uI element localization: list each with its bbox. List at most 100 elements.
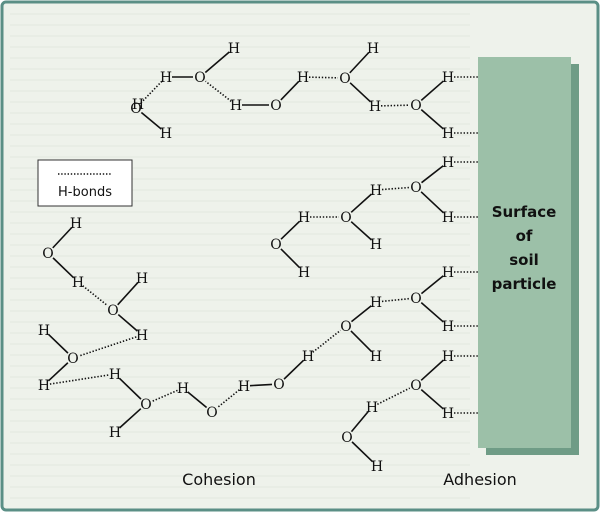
covalent-bond <box>420 80 445 101</box>
oxygen-atom: O <box>339 71 350 87</box>
hydrogen-atom: H <box>370 237 382 253</box>
hydrogen-bond <box>381 297 410 303</box>
hydrogen-atom: H <box>228 41 240 57</box>
hydrogen-bond <box>49 374 110 385</box>
hydrogen-atom: H <box>136 271 148 287</box>
covalent-bond <box>280 220 301 240</box>
hydrogen-atom: H <box>442 126 454 142</box>
covalent-bond <box>349 51 370 74</box>
oxygen-atom: O <box>67 351 78 367</box>
covalent-bond <box>350 305 372 323</box>
hydrogen-atom: H <box>160 126 172 142</box>
oxygen-atom: O <box>206 405 217 421</box>
covalent-bond <box>52 257 75 279</box>
oxygen-atom: O <box>273 377 284 393</box>
oxygen-atom: O <box>270 98 281 114</box>
hydrogen-atom: H <box>442 155 454 171</box>
hydrogen-atom: H <box>442 265 454 281</box>
covalent-bond <box>420 389 445 410</box>
hydrogen-atom: H <box>136 328 148 344</box>
covalent-bond <box>140 111 162 130</box>
hydrogen-atom: H <box>370 349 382 365</box>
hydrogen-atom: H <box>442 210 454 226</box>
oxygen-atom: O <box>410 98 421 114</box>
covalent-bond <box>187 391 208 409</box>
covalent-bond <box>350 330 373 353</box>
covalent-bond <box>118 408 142 429</box>
hydrogen-bond <box>205 80 232 102</box>
covalent-bond <box>420 302 445 323</box>
hydrogen-bond <box>216 389 240 409</box>
covalent-bond <box>349 82 372 103</box>
covalent-bond <box>283 359 305 380</box>
surface-label-line3: soil <box>509 251 539 269</box>
hydrogen-atom: H <box>442 406 454 422</box>
hydrogen-bond <box>381 186 410 191</box>
cohesion-label: Cohesion <box>182 470 256 489</box>
covalent-bond <box>350 193 373 213</box>
covalent-bond <box>52 226 73 249</box>
hydrogen-atom: H <box>367 41 379 57</box>
hydrogen-atom: H <box>132 97 144 113</box>
hydrogen-atom: H <box>369 99 381 115</box>
covalent-bond <box>420 275 444 295</box>
hydrogen-atom: H <box>38 378 50 394</box>
surface-label-line4: particle <box>492 275 557 293</box>
oxygen-atom: O <box>410 180 421 196</box>
hydrogen-bond <box>377 387 411 406</box>
oxygen-atom: O <box>194 70 205 86</box>
background-texture <box>10 13 470 499</box>
covalent-bond <box>204 51 230 74</box>
hydrogen-atom: H <box>442 70 454 86</box>
hydrogen-bond <box>79 336 137 357</box>
covalent-bond <box>117 313 138 332</box>
hydrogen-atom: H <box>230 98 242 114</box>
covalent-bond <box>280 80 300 101</box>
hydrogen-atom: H <box>70 216 82 232</box>
hydrogen-atom: H <box>302 349 314 365</box>
hydrogen-atom: H <box>109 367 121 383</box>
covalent-bond <box>280 248 301 269</box>
hydrogen-atom: H <box>297 70 309 86</box>
hydrogen-bond <box>312 329 342 353</box>
soil-particle-surface <box>478 57 571 448</box>
hydrogen-atom: H <box>442 319 454 335</box>
hydrogen-atom: H <box>72 275 84 291</box>
covalent-bond <box>350 221 373 241</box>
surface-label-line2: of <box>516 227 533 245</box>
legend-label: H-bonds <box>58 185 112 200</box>
surface-label-line1: Surface <box>492 203 557 221</box>
covalent-bond <box>420 109 445 130</box>
adhesion-label: Adhesion <box>443 470 517 489</box>
covalent-bond <box>421 165 444 184</box>
oxygen-atom: O <box>341 430 352 446</box>
covalent-bond <box>351 441 374 463</box>
hydrogen-atom: H <box>370 295 382 311</box>
covalent-bond <box>420 359 445 381</box>
hydrogen-atom: H <box>298 265 310 281</box>
covalent-bond <box>350 411 369 433</box>
hydrogen-atom: H <box>238 379 250 395</box>
hydrogen-atom: H <box>371 459 383 475</box>
hydrogen-atom: H <box>109 425 121 441</box>
covalent-bond <box>47 333 69 354</box>
legend-box <box>37 159 133 207</box>
covalent-bond <box>420 191 445 214</box>
covalent-bond <box>249 383 273 387</box>
oxygen-atom: O <box>107 303 118 319</box>
hydrogen-atom: H <box>160 70 172 86</box>
oxygen-atom: O <box>140 397 151 413</box>
hydrogen-atom: H <box>298 210 310 226</box>
covalent-bond <box>47 362 69 382</box>
hydrogen-bond <box>152 389 178 402</box>
oxygen-atom: O <box>42 246 53 262</box>
bonds-layer <box>47 51 478 463</box>
covalent-bond <box>117 281 139 306</box>
oxygen-atom: O <box>340 210 351 226</box>
oxygen-atom: O <box>410 291 421 307</box>
covalent-bond <box>118 377 142 400</box>
oxygen-atom: O <box>340 319 351 335</box>
